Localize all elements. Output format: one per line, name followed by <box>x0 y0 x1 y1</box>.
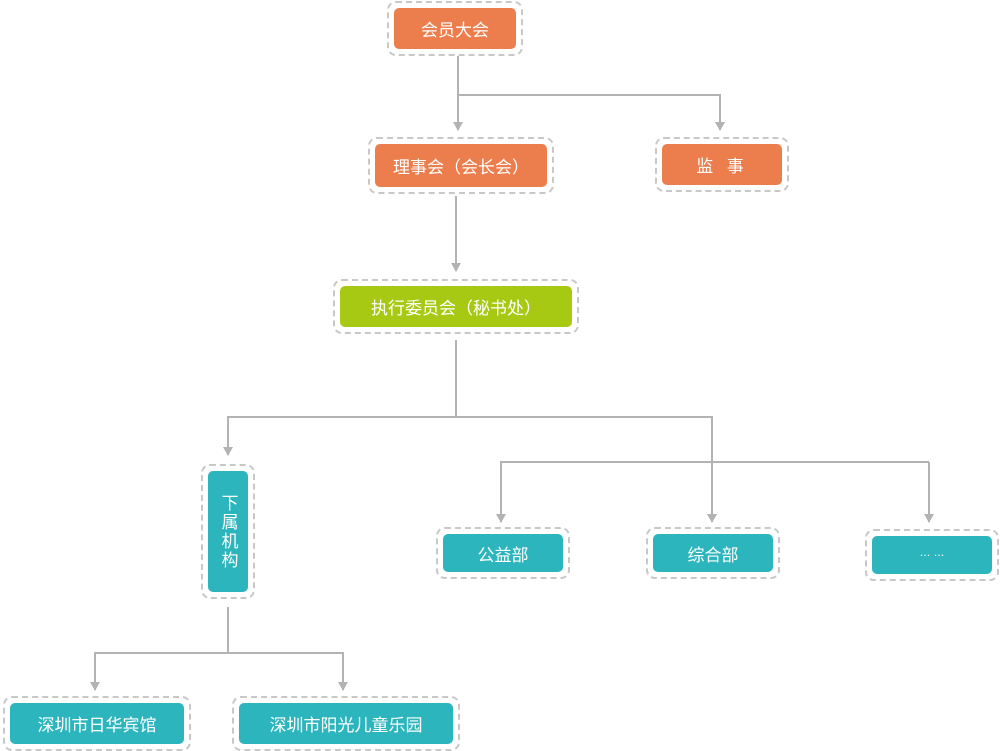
more-label: ··· ··· <box>872 536 992 574</box>
executive-committee-label: 执行委员会（秘书处） <box>340 286 572 327</box>
supervisor-label: 监 事 <box>662 144 782 185</box>
edge-executive-general <box>456 416 717 523</box>
node-subsidiary[interactable]: 下属机构 <box>201 464 255 599</box>
edge-executive-welfare <box>500 461 929 522</box>
node-supervisor[interactable]: 监 事 <box>655 137 789 192</box>
edge-executive-subsidiary <box>223 340 457 456</box>
rihua-hotel-label: 深圳市日华宾馆 <box>10 703 184 744</box>
node-public-welfare[interactable]: 公益部 <box>436 527 570 579</box>
edge-subsidiary-hotel <box>90 607 229 691</box>
subsidiary-label: 下属机构 <box>208 471 248 592</box>
general-assembly-label: 会员大会 <box>394 8 516 49</box>
general-affairs-label: 综合部 <box>653 534 773 572</box>
node-executive-committee[interactable]: 执行委员会（秘书处） <box>333 279 579 334</box>
council-label: 理事会（会长会） <box>375 144 547 187</box>
node-sunshine-kindergarten[interactable]: 深圳市阳光儿童乐园 <box>232 696 460 751</box>
sunshine-kindergarten-label: 深圳市阳光儿童乐园 <box>239 703 453 744</box>
edge-subsidiary-kindergarten <box>228 652 348 691</box>
node-general-assembly[interactable]: 会员大会 <box>387 1 523 56</box>
node-council[interactable]: 理事会（会长会） <box>368 137 554 194</box>
node-more[interactable]: ··· ··· <box>865 529 999 581</box>
public-welfare-label: 公益部 <box>443 534 563 572</box>
node-rihua-hotel[interactable]: 深圳市日华宾馆 <box>3 696 191 751</box>
node-general-affairs[interactable]: 综合部 <box>646 527 780 579</box>
edge-assembly-supervisor <box>458 94 725 131</box>
